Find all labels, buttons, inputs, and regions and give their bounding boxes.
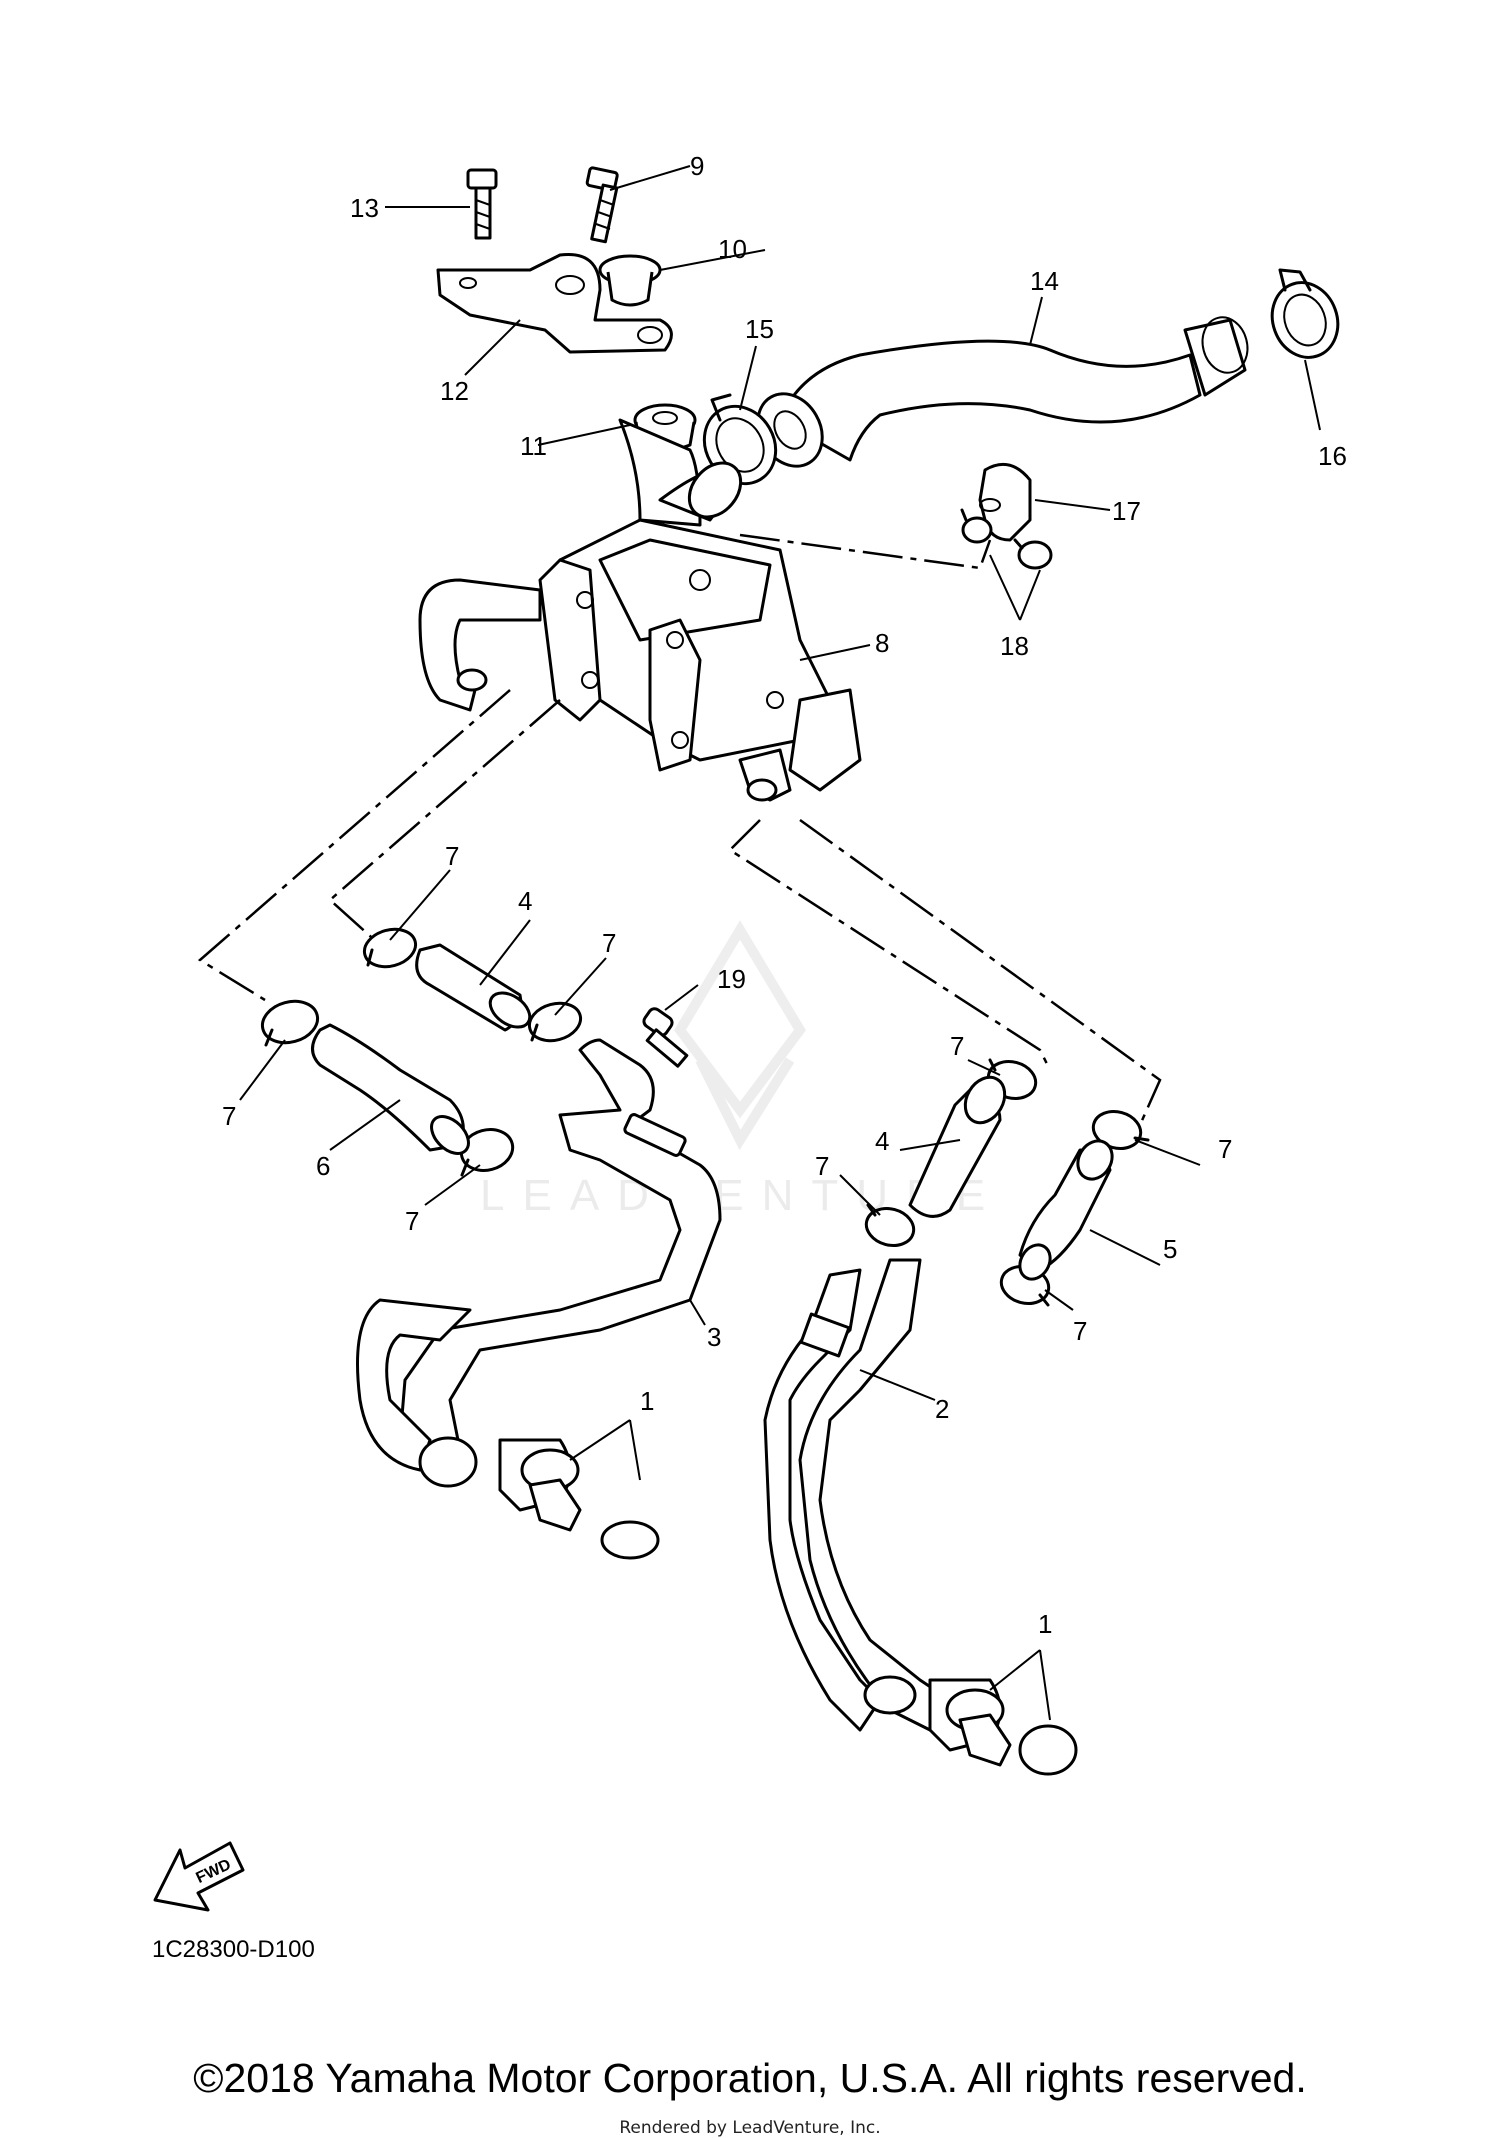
clamp-16[interactable] xyxy=(1262,268,1348,367)
callout-4a[interactable]: 4 xyxy=(518,886,532,916)
clamp-7b[interactable] xyxy=(525,998,585,1046)
callout-11[interactable]: 11 xyxy=(520,431,547,461)
clamp-7f[interactable] xyxy=(1089,1106,1150,1153)
callout-7h[interactable]: 7 xyxy=(1073,1316,1087,1346)
callout-8[interactable]: 8 xyxy=(875,628,889,658)
grommet-10[interactable] xyxy=(598,254,662,307)
callout-10[interactable]: 10 xyxy=(718,234,747,264)
leader-lines xyxy=(239,165,1321,1721)
reed-valve-1-left[interactable] xyxy=(418,1436,660,1560)
clamp-18a[interactable] xyxy=(960,508,993,544)
air-hose-14[interactable] xyxy=(745,312,1253,478)
callout-15[interactable]: 15 xyxy=(745,314,774,344)
copyright-text: ©2018 Yamaha Motor Corporation, U.S.A. A… xyxy=(193,2055,1307,2101)
callout-19[interactable]: 19 xyxy=(717,964,746,994)
callout-7g[interactable]: 7 xyxy=(815,1151,829,1181)
callout-9[interactable]: 9 xyxy=(690,151,704,181)
callout-4b[interactable]: 4 xyxy=(875,1126,889,1156)
air-cut-valve-8[interactable] xyxy=(418,418,862,802)
reed-valve-1-right[interactable] xyxy=(863,1675,1078,1776)
clamp-7c[interactable] xyxy=(258,995,322,1048)
callout-16[interactable]: 16 xyxy=(1318,441,1347,471)
callout-17[interactable]: 17 xyxy=(1112,496,1141,526)
callout-2[interactable]: 2 xyxy=(935,1394,949,1424)
callout-3[interactable]: 3 xyxy=(707,1322,721,1352)
callout-13[interactable]: 13 xyxy=(350,193,379,223)
rendered-by-text: Rendered by LeadVenture, Inc. xyxy=(619,2118,881,2138)
diagram-code: 1C28300-D100 xyxy=(152,1936,315,1963)
bracket-12[interactable] xyxy=(436,252,673,354)
callout-12[interactable]: 12 xyxy=(440,376,469,406)
bolt-19[interactable] xyxy=(642,1006,689,1068)
clamp-7d[interactable] xyxy=(457,1124,518,1177)
clamp-18b[interactable] xyxy=(1013,538,1053,570)
callout-7f[interactable]: 7 xyxy=(1218,1134,1232,1164)
callout-6[interactable]: 6 xyxy=(316,1151,330,1181)
fwd-arrow-icon: FWD xyxy=(153,1841,245,1912)
callout-1b[interactable]: 1 xyxy=(1038,1609,1052,1639)
callout-7a[interactable]: 7 xyxy=(445,841,459,871)
bolt-13[interactable] xyxy=(466,168,498,240)
callout-5[interactable]: 5 xyxy=(1163,1234,1177,1264)
callout-18[interactable]: 18 xyxy=(1000,631,1029,661)
hose-4-left[interactable] xyxy=(415,943,536,1034)
bolt-9[interactable] xyxy=(585,166,619,244)
callout-1a[interactable]: 1 xyxy=(640,1386,654,1416)
clamp-7a[interactable] xyxy=(360,924,420,972)
callout-7e[interactable]: 7 xyxy=(950,1031,964,1061)
air-pipe-2[interactable] xyxy=(763,1258,952,1732)
callouts: 13 9 10 12 11 15 14 16 17 18 8 7 4 7 19 … xyxy=(222,151,1347,1639)
hose-6[interactable] xyxy=(311,1023,476,1160)
callout-7b[interactable]: 7 xyxy=(602,928,616,958)
callout-14[interactable]: 14 xyxy=(1030,266,1059,296)
clamp-7g[interactable] xyxy=(862,1203,918,1250)
phantom-lines xyxy=(197,533,1162,1126)
hose-4-right[interactable] xyxy=(908,1070,1013,1218)
callout-7d[interactable]: 7 xyxy=(405,1206,419,1236)
air-pipe-3[interactable] xyxy=(356,1038,722,1472)
hose-5[interactable] xyxy=(1014,1135,1119,1285)
callout-7c[interactable]: 7 xyxy=(222,1101,236,1131)
hose-17[interactable] xyxy=(978,462,1032,542)
